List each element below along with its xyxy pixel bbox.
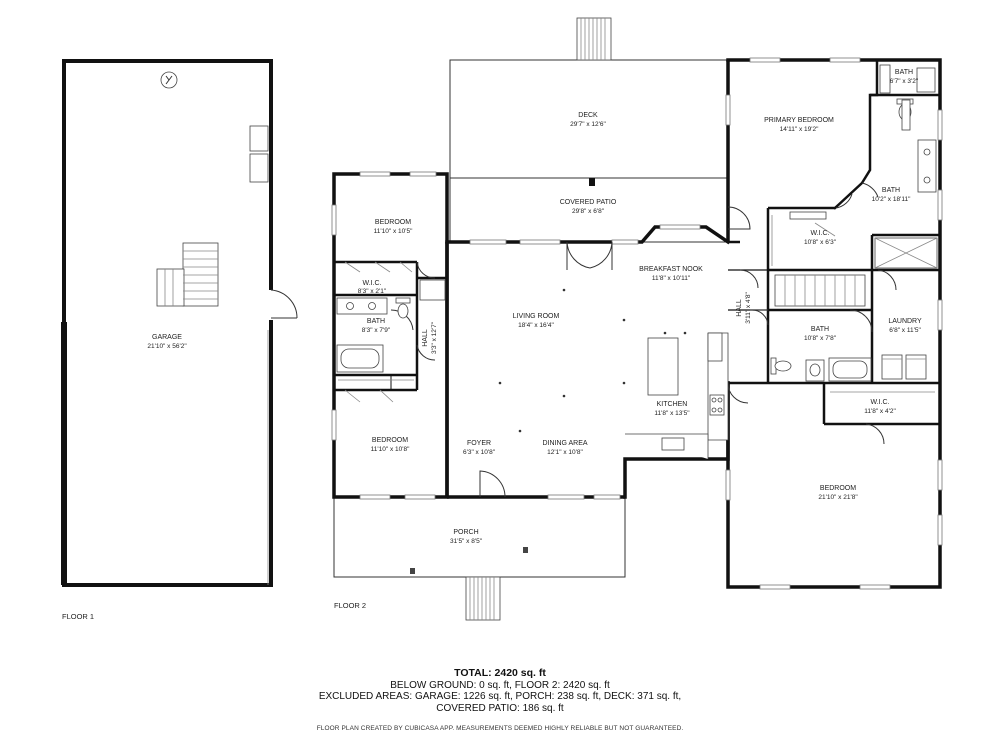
room-name-bedroom-east: BEDROOM (820, 485, 856, 492)
stairs-icon (156, 242, 219, 307)
room-name-kitchen: KITCHEN (657, 401, 688, 408)
room-dim-hall-west: 3'3" x 12'7" (431, 321, 438, 354)
room-name-deck: DECK (578, 112, 598, 119)
room-name-bedroom-sw: BEDROOM (372, 437, 408, 444)
sink-icon (879, 64, 891, 94)
room-name-bath-primary: BATH (882, 187, 900, 194)
sink-icon (805, 359, 825, 382)
ceiling-light-markers (498, 288, 687, 433)
house-walls (332, 58, 942, 589)
room-dim-laundry: 6'8" x 11'5" (889, 327, 921, 334)
room-name-hall-east: HALL (736, 299, 743, 317)
shelf (249, 153, 269, 183)
area-line-2: EXCLUDED AREAS: GARAGE: 1226 sq. ft, POR… (318, 691, 682, 702)
room-dim-wic-primary: 10'8" x 6'3" (804, 239, 837, 246)
room-dim-covered-patio: 29'8" x 6'8" (572, 208, 605, 215)
room-dim-breakfast-nook: 11'8" x 10'11" (652, 275, 691, 282)
room-name-foyer: FOYER (467, 440, 491, 447)
room-dim-garage: 21'10" x 56'2" (147, 343, 187, 350)
room-dim-kitchen: 11'8" x 13'5" (654, 410, 690, 417)
room-name-laundry: LAUNDRY (888, 318, 922, 325)
shelf (249, 125, 269, 152)
stairs-icon (774, 274, 866, 307)
room-dim-bedroom-nw: 11'10" x 10'5" (374, 228, 413, 235)
room-dim-bedroom-sw: 11'10" x 10'8" (371, 446, 410, 453)
room-name-porch: PORCH (453, 529, 478, 536)
range-icon (709, 394, 725, 416)
toilet-icon (770, 357, 792, 375)
room-name-covered-patio: COVERED PATIO (560, 199, 617, 206)
room-dim-foyer: 6'3" x 10'8" (463, 449, 496, 456)
credit-line: FLOOR PLAN CREATED BY CUBICASA APP. MEAS… (316, 725, 684, 732)
water-heater-icon (160, 71, 178, 89)
room-dim-bath-primary-small: 6'7" x 3'2" (890, 78, 919, 85)
room-name-dining-area: DINING AREA (542, 440, 587, 447)
room-name-living-room: LIVING ROOM (513, 313, 560, 320)
room-name-wic-east: W.I.C. (870, 399, 889, 406)
room-name-breakfast-nook: BREAKFAST NOOK (639, 266, 703, 273)
room-dim-living-room: 18'4" x 16'4" (518, 322, 554, 329)
window-icon (331, 57, 943, 590)
room-dim-bath-east: 10'8" x 7'8" (804, 335, 837, 342)
bathtub-icon (336, 344, 384, 373)
sink-icon (336, 297, 388, 315)
floor-2-label: FLOOR 2 (334, 601, 366, 610)
room-name-hall-west: HALL (422, 329, 429, 347)
sink-icon (917, 139, 937, 193)
porch-outline (333, 496, 626, 621)
washer-dryer-icon (881, 354, 927, 380)
garage-structure (61, 59, 298, 587)
bathtub-icon (828, 357, 872, 382)
room-dim-bath-primary: 10'2" x 18'11" (872, 196, 911, 203)
deck-outline (449, 17, 729, 179)
closet (901, 99, 911, 131)
room-name-bath-west: BATH (367, 318, 385, 325)
room-name-primary-bedroom: PRIMARY BEDROOM (764, 117, 834, 124)
room-dim-deck: 29'7" x 12'6" (570, 121, 606, 128)
room-dim-wic-west: 8'3" x 2'1" (358, 288, 387, 295)
cabinet (916, 67, 936, 93)
room-name-bath-east: BATH (811, 326, 829, 333)
room-dim-hall-east: 3'11" x 4'8" (745, 292, 752, 324)
room-dim-dining-area: 12'1" x 10'8" (547, 449, 583, 456)
shower-icon (874, 237, 938, 269)
closet-shelf (789, 211, 827, 220)
post (589, 178, 595, 186)
room-dim-wic-east: 11'8" x 4'2" (864, 408, 896, 415)
stairs-icon (576, 17, 612, 61)
room-dim-primary-bedroom: 14'11" x 19'2" (780, 126, 819, 133)
area-line-3: COVERED PATIO: 186 sq. ft (436, 702, 564, 714)
toilet-icon (395, 297, 411, 319)
area-line-1: BELOW GROUND: 0 sq. ft, FLOOR 2: 2420 sq… (390, 679, 610, 691)
room-name-wic-primary: W.I.C. (810, 230, 829, 237)
sink-icon (661, 437, 685, 451)
floor-1-label: FLOOR 1 (62, 612, 94, 621)
kitchen-island (647, 337, 679, 396)
room-dim-porch: 31'5" x 8'5" (450, 538, 483, 545)
room-name-wic-west: W.I.C. (362, 280, 381, 287)
room-dim-bath-west: 8'3" x 7'9" (362, 327, 391, 334)
room-name-bedroom-nw: BEDROOM (375, 219, 411, 226)
area-summary: TOTAL: 2420 sq. ft BELOW GROUND: 0 sq. f… (250, 667, 750, 714)
room-name-bath-primary-small: BATH (895, 69, 913, 76)
door-swing-icon (270, 289, 298, 319)
room-dim-bedroom-east: 21'10" x 21'8" (818, 494, 858, 501)
total-area: TOTAL: 2420 sq. ft (454, 667, 546, 679)
stairs-icon (465, 576, 501, 621)
room-name-garage: GARAGE (152, 334, 182, 341)
closet (419, 279, 446, 301)
